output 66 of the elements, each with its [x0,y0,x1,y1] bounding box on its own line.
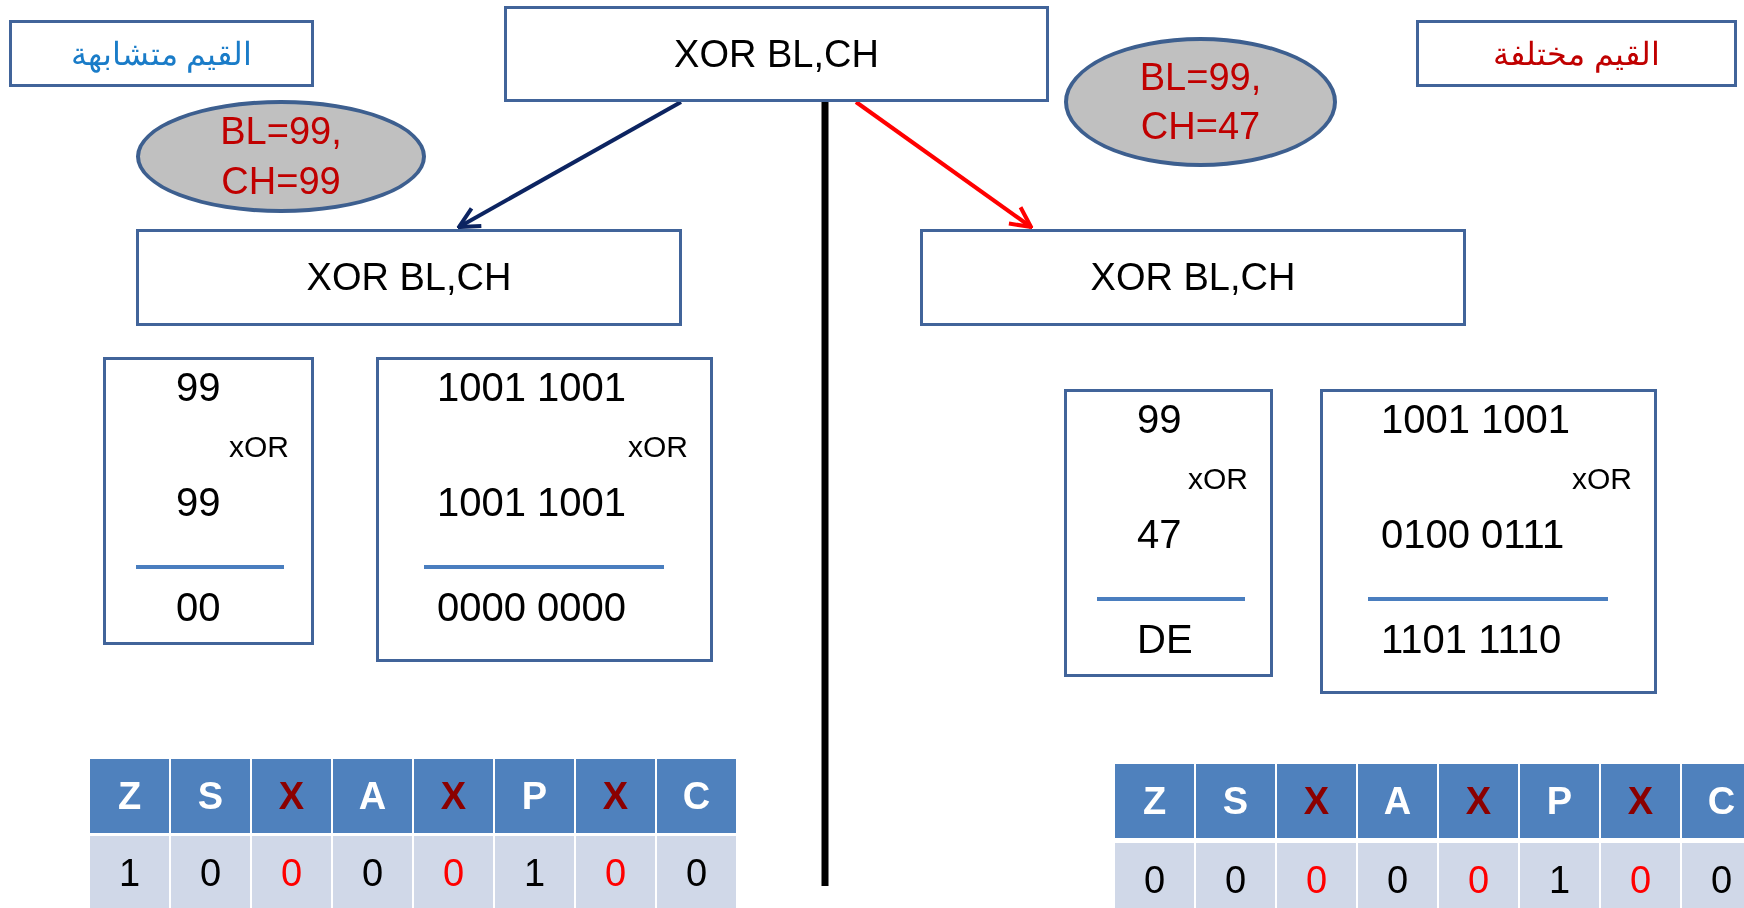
arrow [854,100,1033,229]
operand-value: 99 [1137,397,1182,442]
operand-value: 99 [176,480,221,525]
flag-value-cell: 0 [1277,843,1356,908]
text-box [9,20,314,87]
flag-value-cell: 0 [1196,843,1275,908]
flag-value-cell: 0 [1115,843,1194,908]
flag-value-cell: 1 [90,836,169,908]
flag-header-cell: P [495,759,574,833]
flag-value-cell: 0 [1439,843,1518,908]
calculation-box [1064,389,1273,677]
result-value: 00 [176,585,221,630]
flag-header-cell: S [171,759,250,833]
flag-header-cell: C [657,759,736,833]
flag-header-cell: X [1439,764,1518,838]
flag-header-cell: A [1358,764,1437,838]
flag-value-cell: 0 [252,836,331,908]
flag-value-cell: 0 [414,836,493,908]
operand-value: 0100 0111 [1381,512,1565,557]
flag-header-cell: C [1682,764,1744,838]
flag-header-cell: P [1520,764,1599,838]
flag-header-cell: Z [90,759,169,833]
result-value: 0000 0000 [437,585,627,630]
flag-header-cell: X [1601,764,1680,838]
operand-value: 1001 1001 [437,365,627,410]
flag-value-cell: 0 [1682,843,1744,908]
text-box [920,229,1466,326]
operand-value: 47 [1137,512,1182,557]
calculation-box [103,357,314,645]
instruction-text: XOR BL,CH [1090,256,1296,299]
flag-value-cell: 0 [576,836,655,908]
operator-label: xOR [1188,462,1248,496]
operator-label: xOR [229,430,289,464]
flag-value-cell: 0 [333,836,412,908]
flag-header-cell: X [576,759,655,833]
flag-value-cell: 0 [1601,843,1680,908]
calculation-box [1320,389,1657,694]
register-values: BL=99, CH=99 [219,109,343,204]
flag-header-cell: X [252,759,331,833]
arrow [457,100,682,229]
register-values: BL=99, CH=47 [1138,54,1263,149]
text-box [136,229,682,326]
result-value: 1101 1110 [1381,617,1562,662]
instruction-text: XOR BL,CH [674,32,879,76]
text-box [504,6,1049,102]
flag-header-cell: X [1277,764,1356,838]
flag-header-cell: S [1196,764,1275,838]
flag-value-cell: 0 [657,836,736,908]
operator-label: xOR [1572,462,1632,496]
operator-label: xOR [628,430,688,464]
operand-value: 99 [176,365,221,410]
flag-value-cell: 1 [495,836,574,908]
flag-header-cell: Z [1115,764,1194,838]
instruction-text: XOR BL,CH [306,256,512,299]
flag-value-cell: 0 [171,836,250,908]
flag-value-cell: 1 [1520,843,1599,908]
calculation-box [376,357,713,662]
case-heading: القيم متشابهة [70,34,253,73]
flag-header-cell: X [414,759,493,833]
case-heading: القيم مختلفة [1493,34,1660,73]
operand-value: 1001 1001 [1381,397,1571,442]
operand-value: 1001 1001 [437,480,627,525]
text-box [1416,20,1737,87]
result-value: DE [1137,617,1193,662]
flag-value-cell: 0 [1358,843,1437,908]
flag-header-cell: A [333,759,412,833]
